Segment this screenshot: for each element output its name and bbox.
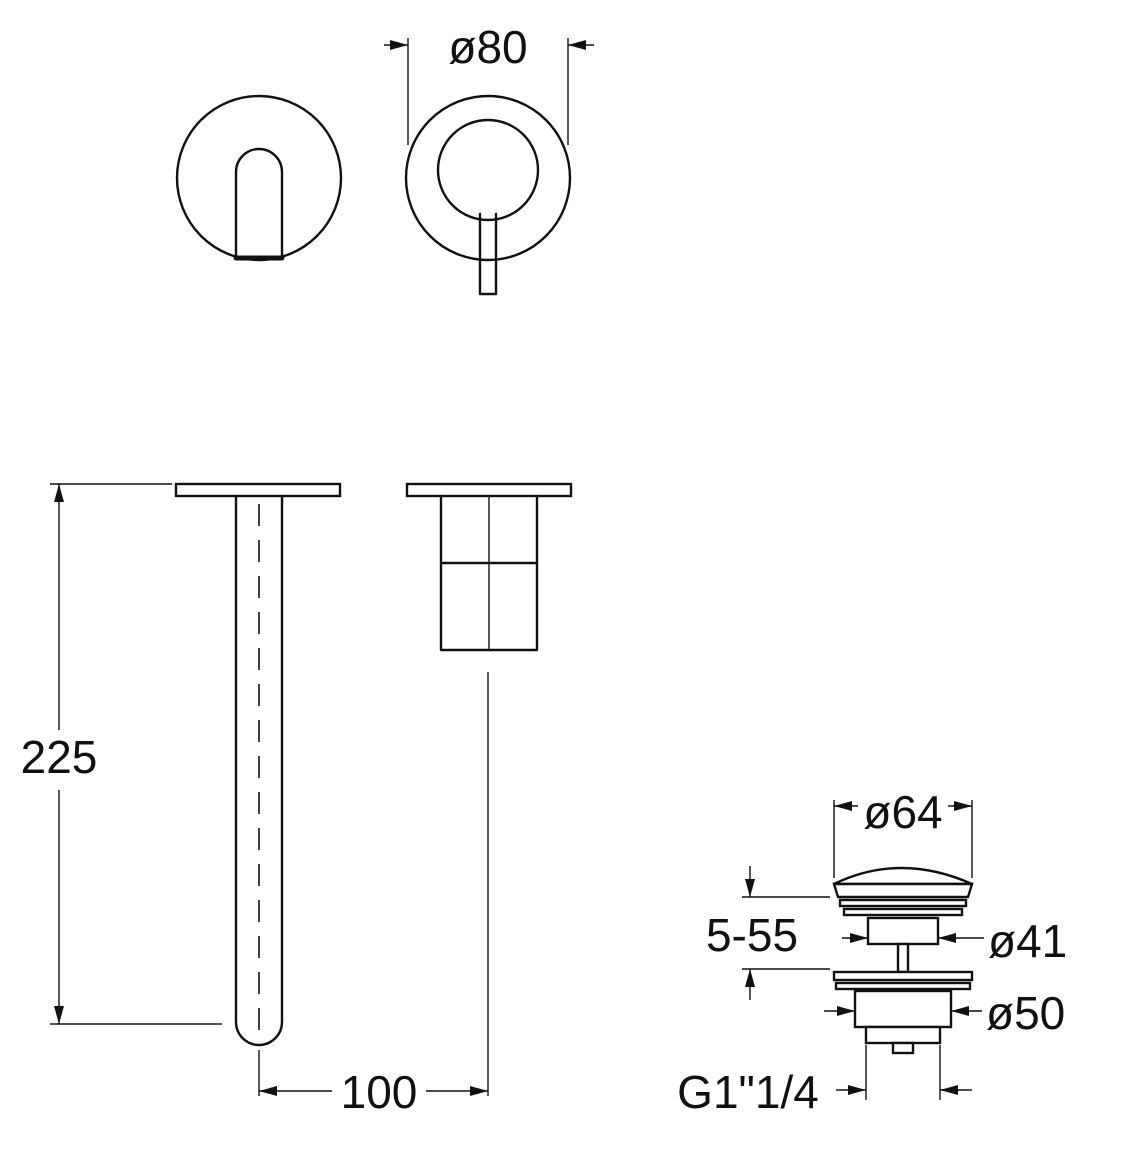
waste-thread-label: G1"1/4: [677, 1066, 819, 1118]
waste-drawing: [832, 866, 974, 1055]
spout-front-view: [175, 94, 343, 262]
waste-flange-diameter-label: ø50: [986, 987, 1065, 1039]
spout-projection-label: 100: [341, 1066, 418, 1118]
dimension-waste-thickness: 5-55: [706, 866, 830, 1000]
spout-side-view: [174, 482, 342, 1047]
waste-cap-diameter-label: ø64: [863, 786, 942, 838]
dimension-waste-body-diameter: ø41: [842, 915, 1067, 967]
mixer-side-view: [405, 482, 573, 1096]
dimension-waste-flange-diameter: ø50: [824, 987, 1065, 1039]
dimension-spout-projection: 100: [258, 1050, 488, 1118]
rosette-diameter-label: ø80: [448, 21, 527, 73]
dimension-rosette-diameter: ø80: [384, 21, 594, 145]
dimension-spout-length: 225: [21, 483, 222, 1025]
dimension-waste-thread: G1"1/4: [677, 1045, 972, 1118]
dimension-waste-cap-diameter: ø64: [833, 786, 973, 878]
waste-body-diameter-label: ø41: [988, 915, 1067, 967]
mixer-front-view: [404, 94, 572, 296]
spout-length-label: 225: [21, 731, 98, 783]
waste-thickness-label: 5-55: [706, 909, 798, 961]
